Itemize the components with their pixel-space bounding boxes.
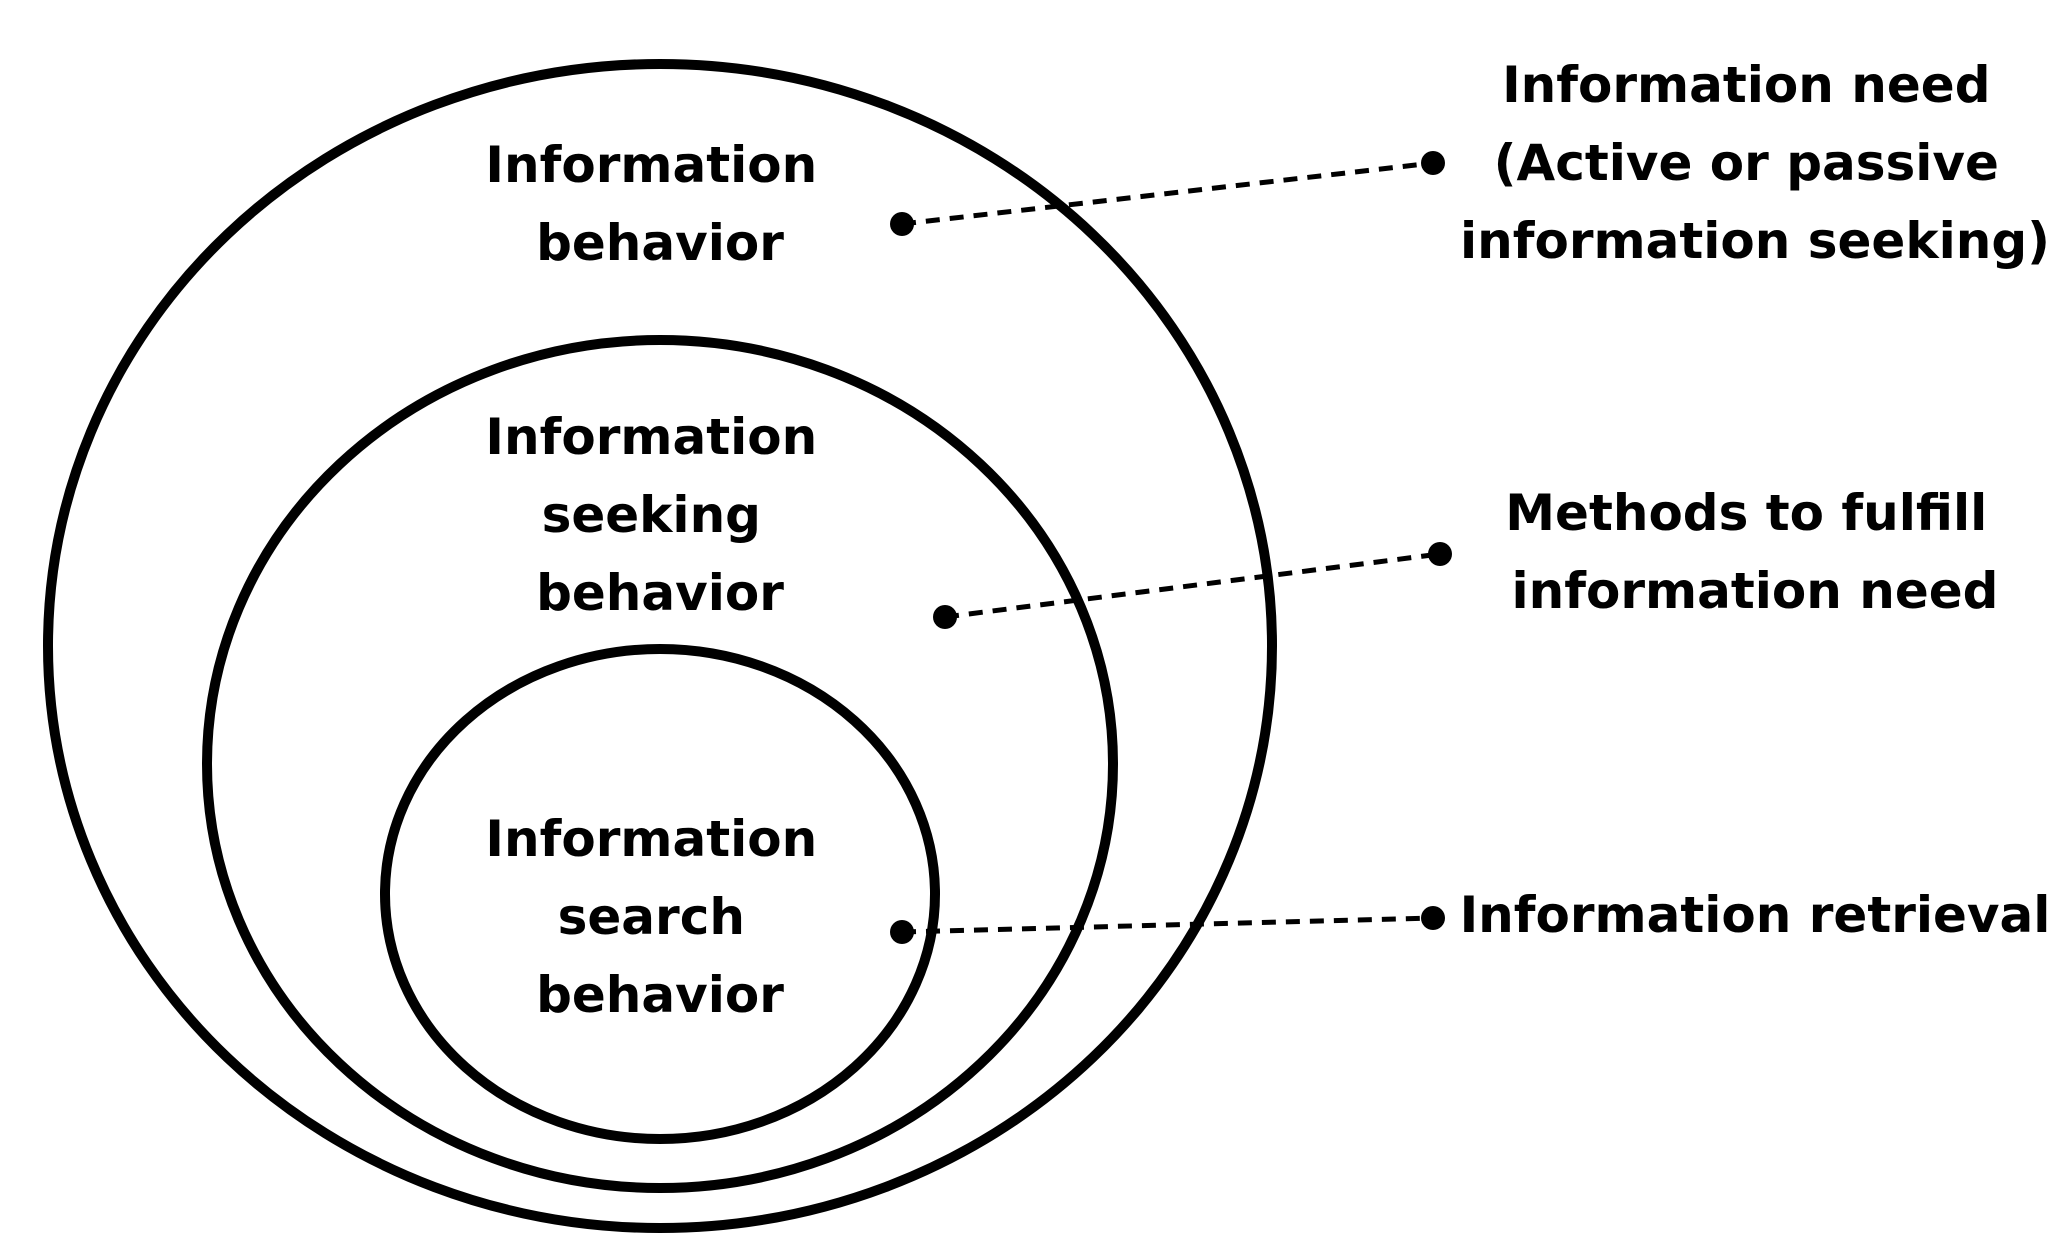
middle-ellipse-information-seeking-behavior bbox=[202, 335, 1118, 1193]
annotation-information-need: Information need (Active or passive info… bbox=[1460, 56, 2050, 270]
dot-outer-start bbox=[890, 212, 914, 236]
dot-middle-start bbox=[933, 605, 957, 629]
dot-outer-end bbox=[1421, 151, 1445, 175]
middle-ellipse-label: Information seeking behavior bbox=[485, 408, 834, 622]
connector-information-need bbox=[901, 160, 1434, 227]
middle-label-line: behavior bbox=[536, 564, 784, 622]
annotation-information-retrieval: Information retrieval bbox=[1460, 886, 2051, 944]
annotation-line: Methods to fulfill bbox=[1505, 484, 1987, 542]
connector-methods-to-fulfill bbox=[944, 551, 1441, 620]
outer-ellipse-information-behavior bbox=[43, 59, 1277, 1233]
inner-label-line: Information bbox=[485, 810, 817, 868]
annotation-line: Information retrieval bbox=[1460, 886, 2051, 944]
middle-label-line: seeking bbox=[542, 486, 761, 544]
outer-label-line: Information bbox=[485, 136, 817, 194]
inner-label-line: search bbox=[558, 888, 745, 946]
outer-label-line: behavior bbox=[536, 214, 784, 272]
dot-middle-end bbox=[1428, 542, 1452, 566]
inner-ellipse-label: Information search behavior bbox=[485, 810, 834, 1024]
outer-ellipse-label: Information behavior bbox=[485, 136, 834, 272]
connector-information-retrieval bbox=[901, 915, 1434, 935]
annotation-line: information need bbox=[1512, 562, 1999, 620]
annotation-methods-to-fulfill: Methods to fulfill information need bbox=[1505, 484, 2004, 620]
annotation-line: information seeking) bbox=[1460, 212, 2050, 270]
inner-label-line: behavior bbox=[536, 966, 784, 1024]
dot-inner-end bbox=[1421, 906, 1445, 930]
annotation-line: (Active or passive bbox=[1494, 134, 1999, 192]
annotation-line: Information need bbox=[1502, 56, 1990, 114]
inner-ellipse-information-search-behavior bbox=[380, 644, 940, 1144]
dot-inner-start bbox=[890, 920, 914, 944]
middle-label-line: Information bbox=[485, 408, 817, 466]
